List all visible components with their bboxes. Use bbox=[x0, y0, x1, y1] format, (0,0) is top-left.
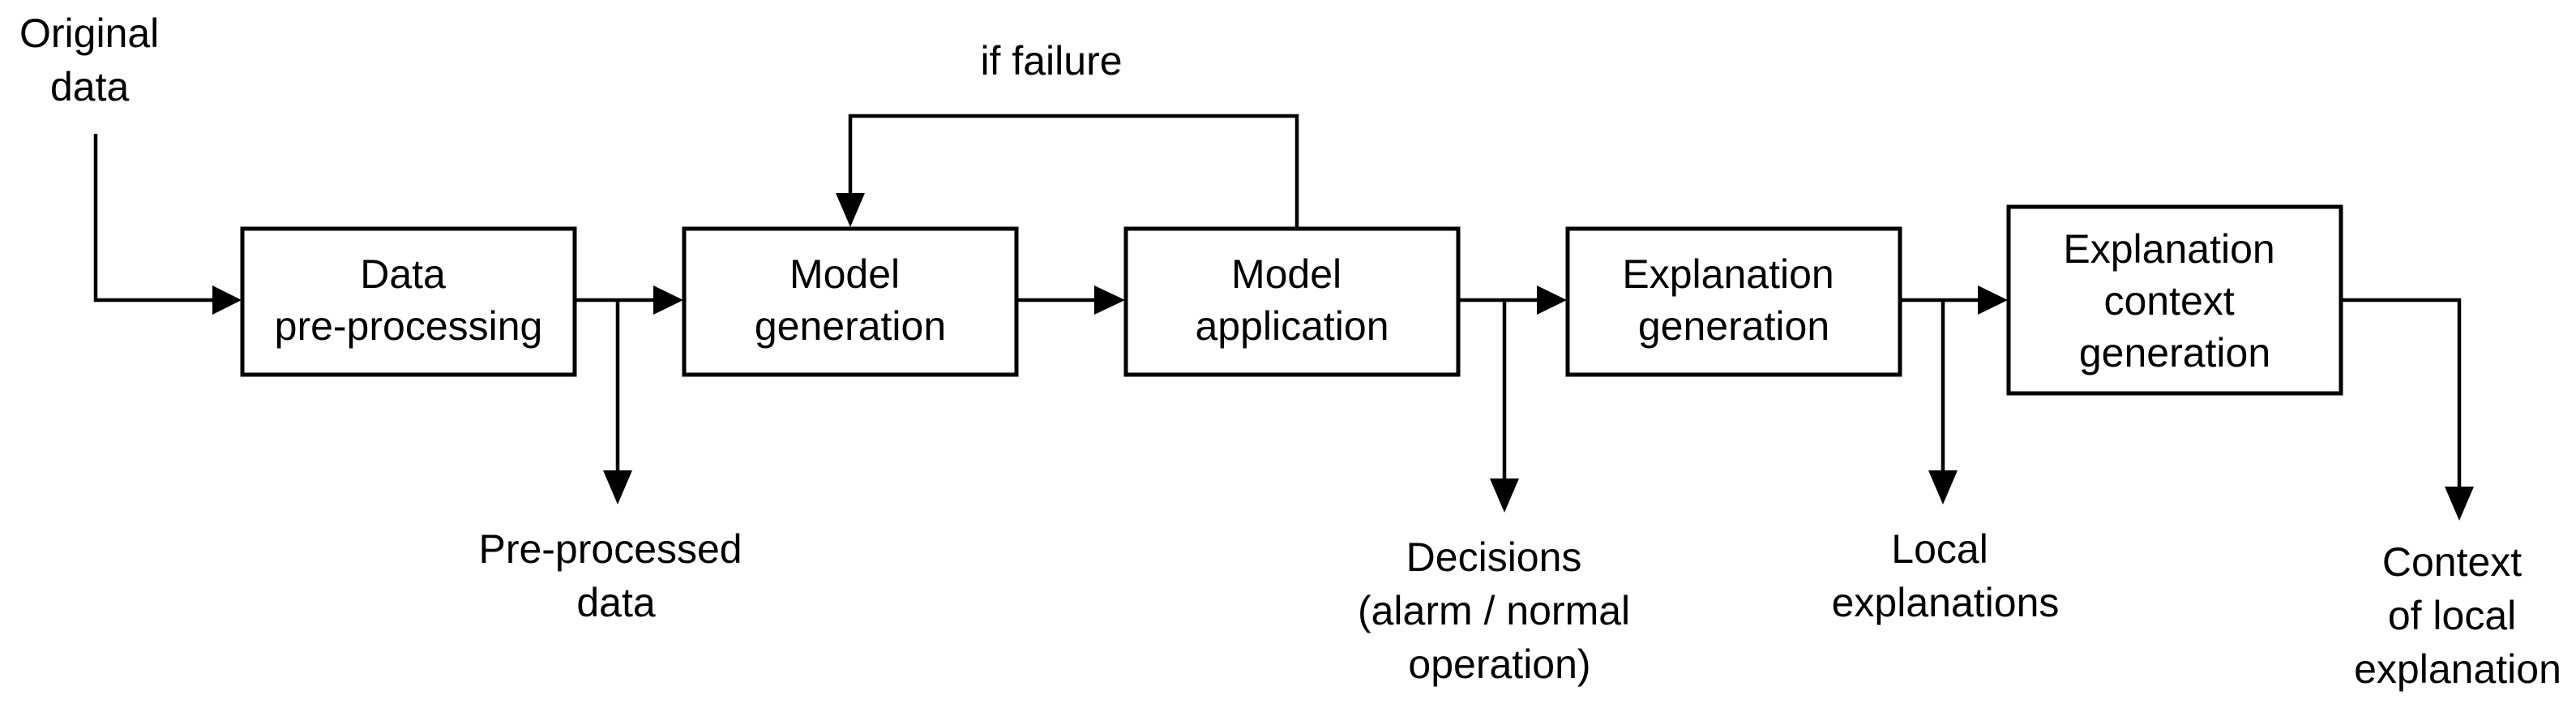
decisions-line-1: Decisions bbox=[1406, 534, 1582, 580]
box-model-generation-line-2: generation bbox=[755, 303, 946, 349]
box-explanation-generation bbox=[1565, 226, 1902, 377]
arrowhead-local-explanations bbox=[1928, 470, 1958, 504]
box-data-preprocessing-label: Data pre-processing bbox=[275, 251, 543, 349]
arrowhead-preprocessing-in bbox=[212, 285, 242, 315]
box-explanation-generation-line-2: generation bbox=[1638, 303, 1829, 349]
box-explanation-context-generation bbox=[2006, 204, 2343, 396]
arrow-context-output bbox=[2341, 298, 2462, 487]
arrowhead-preprocessed-data bbox=[603, 470, 632, 504]
original-data-label: Original data bbox=[19, 11, 170, 109]
box-explanation-context-generation-line-3: generation bbox=[2079, 330, 2270, 375]
preprocessed-data-label: Pre-processed data bbox=[478, 526, 753, 625]
context-of-local-explanation-line-2: of local bbox=[2388, 593, 2516, 638]
arrowhead-model-application-in bbox=[1094, 285, 1125, 315]
box-explanation-context-generation-line-2: context bbox=[2103, 278, 2234, 324]
preprocessed-data-line-1: Pre-processed bbox=[478, 526, 742, 572]
box-model-application-line-1: Model bbox=[1231, 251, 1341, 297]
original-data-label-line-2: data bbox=[50, 64, 130, 109]
box-model-generation bbox=[682, 226, 1019, 377]
arrowhead-context-generation-in bbox=[1978, 285, 2008, 315]
box-explanation-generation-line-1: Explanation bbox=[1622, 251, 1834, 297]
box-model-generation-line-1: Model bbox=[789, 251, 900, 297]
box-data-preprocessing bbox=[240, 226, 577, 377]
context-of-local-explanation-label: Context of local explanation bbox=[2354, 539, 2561, 692]
box-explanation-context-generation-line-1: Explanation bbox=[2063, 226, 2274, 272]
arrowhead-context-output bbox=[2445, 487, 2474, 521]
local-explanations-line-2: explanations bbox=[1832, 580, 2060, 625]
if-failure-label: if failure bbox=[980, 38, 1122, 84]
box-explanation-generation-label: Explanation generation bbox=[1622, 251, 1845, 349]
box-data-preprocessing-line-2: pre-processing bbox=[275, 303, 543, 349]
arrow-original-to-preprocessing bbox=[93, 134, 212, 303]
box-explanation-context-generation-label: Explanation context generation bbox=[2063, 226, 2286, 375]
arrowhead-decisions bbox=[1490, 478, 1519, 513]
context-of-local-explanation-line-1: Context bbox=[2382, 539, 2522, 585]
preprocessed-data-line-2: data bbox=[576, 580, 656, 625]
local-explanations-label: Local explanations bbox=[1832, 526, 2060, 625]
decisions-line-2: (alarm / normal bbox=[1358, 588, 1630, 633]
box-data-preprocessing-line-1: Data bbox=[360, 251, 446, 297]
arrowhead-model-generation-in bbox=[653, 285, 683, 315]
decisions-line-3: operation) bbox=[1408, 641, 1590, 687]
box-model-generation-label: Model generation bbox=[755, 251, 946, 349]
original-data-label-line-1: Original bbox=[19, 11, 159, 56]
local-explanations-line-1: Local bbox=[1891, 526, 1988, 572]
box-model-application-line-2: application bbox=[1195, 303, 1389, 349]
feedback-loop-line bbox=[848, 114, 1299, 229]
arrowhead-explanation-generation-in bbox=[1537, 285, 1567, 315]
decisions-label: Decisions (alarm / normal operation) bbox=[1358, 534, 1641, 687]
context-of-local-explanation-line-3: explanation bbox=[2354, 646, 2561, 692]
arrowhead-feedback-loop bbox=[836, 193, 865, 227]
box-model-application bbox=[1123, 226, 1461, 377]
box-model-application-label: Model application bbox=[1195, 251, 1389, 349]
